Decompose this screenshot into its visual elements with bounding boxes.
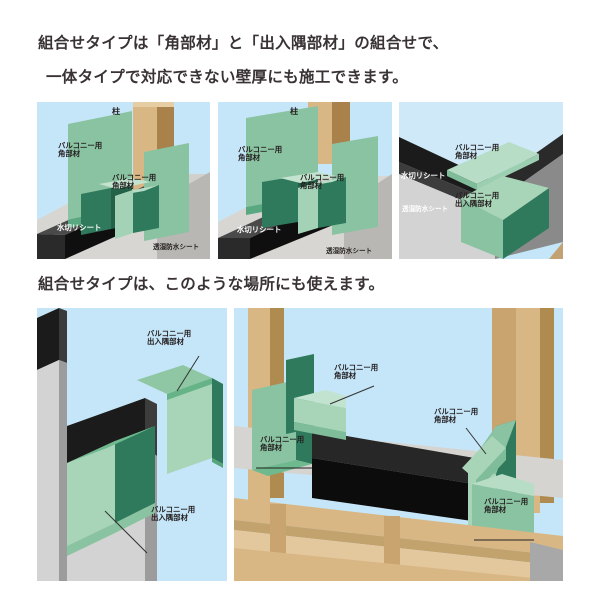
panel-3-drawing <box>399 102 563 259</box>
panel4-label-inout-part-1: バルコニー用 出入隅部材 <box>147 329 192 347</box>
panel2-label-drip-sheet: 水切リシート <box>237 225 282 234</box>
panel2-label-breather-sheet: 透湿防水シート <box>326 248 373 255</box>
panel3-label-corner-part: バルコニー用 角部材 <box>455 143 500 161</box>
panel2-label-corner-part-2: バルコニー用 角部材 <box>300 173 345 191</box>
panel5-label-corner-part-2: バルコニー用 角部材 <box>434 407 479 425</box>
heading-line-3: 組合せタイプは、このような場所にも使えます。 <box>38 276 385 293</box>
panel5-label-corner-part-1: バルコニー用 角部材 <box>334 363 379 381</box>
panel1-label-breather-sheet: 透湿防水シート <box>153 244 200 251</box>
illustration-panel-1: 柱 バルコニー用 角部材 バルコニー用 角部材 水切リシート 透湿防水シート <box>37 102 210 259</box>
heading-line-2: 一体タイプで対応できない壁厚にも施工できます。 <box>46 69 409 86</box>
panel-1-drawing <box>37 102 210 259</box>
panel1-label-corner-part-2: バルコニー用 角部材 <box>112 173 157 191</box>
panel5-label-corner-part-3: バルコニー用 角部材 <box>484 497 529 515</box>
panel3-label-inout-part: バルコニー用 出入隅部材 <box>455 191 500 209</box>
illustration-panel-3: バルコニー用 角部材 水切リシート バルコニー用 出入隅部材 透湿防水シート <box>399 102 563 259</box>
panel5-label-corner-part-4: バルコニー用 角部材 <box>260 435 305 453</box>
panel4-label-inout-part-2: バルコニー用 出入隅部材 <box>151 505 196 523</box>
panel1-label-corner-part-1: バルコニー用 角部材 <box>58 141 103 159</box>
panel-5-drawing <box>234 308 563 581</box>
panel3-label-drip-sheet: 水切リシート <box>401 171 446 180</box>
heading-line-1: 組合せタイプは「角部材」と「出入隅部材」の組合せで、 <box>38 35 449 52</box>
illustration-panel-4: バルコニー用 出入隅部材 バルコニー用 出入隅部材 <box>37 308 227 581</box>
illustration-panel-2: 柱 バルコニー用 角部材 バルコニー用 角部材 水切リシート 透湿防水シート <box>218 102 392 259</box>
panel3-label-breather-sheet: 透湿防水シート <box>402 206 449 213</box>
panel2-label-pillar: 柱 <box>290 107 299 116</box>
panel-2-drawing <box>218 102 392 259</box>
panel2-label-corner-part-1: バルコニー用 角部材 <box>238 145 283 163</box>
illustration-panel-5: バルコニー用 角部材 バルコニー用 角部材 バルコニー用 角部材 バルコニー用 … <box>234 308 563 581</box>
panel-4-drawing <box>37 308 227 581</box>
panel1-label-pillar: 柱 <box>112 107 121 116</box>
panel1-label-drip-sheet: 水切リシート <box>57 223 102 232</box>
